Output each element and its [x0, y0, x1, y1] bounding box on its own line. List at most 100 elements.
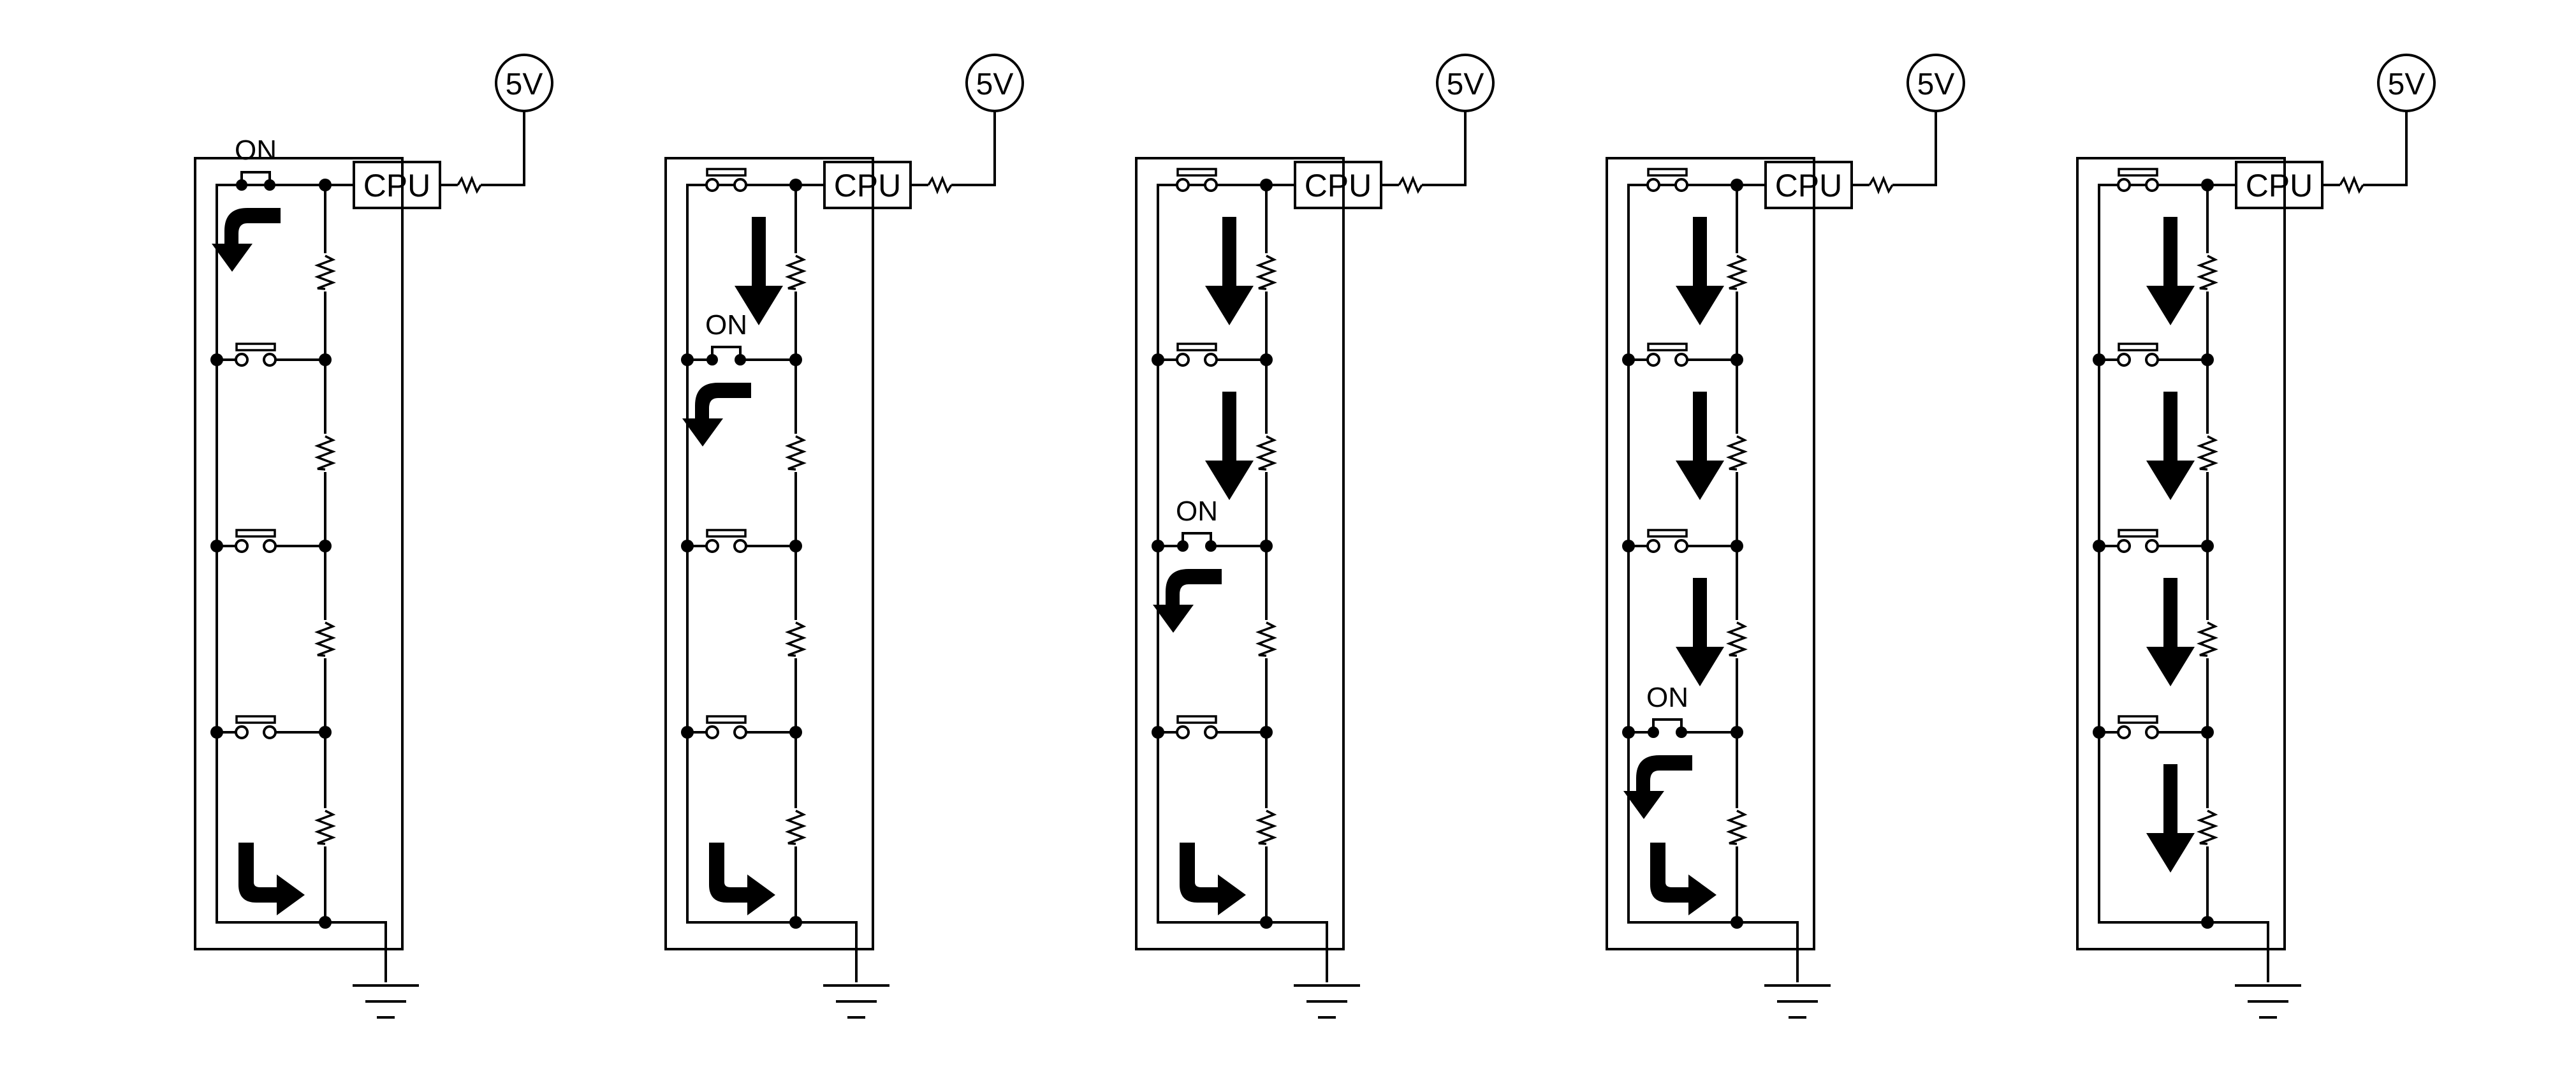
switch-2: [2093, 343, 2214, 367]
switch-plunger-open: [2118, 343, 2158, 351]
junction-dot: [2093, 540, 2105, 552]
switch-contact: [235, 539, 249, 553]
junction-dot: [789, 540, 802, 552]
supply-circle: [1436, 54, 1495, 112]
switch-3: [2093, 529, 2214, 553]
supply-circle: [965, 54, 1024, 112]
resistor: [1726, 435, 1748, 471]
junction-dot: [319, 726, 332, 739]
switch-contact: [235, 725, 249, 739]
pullup-resistor: [1868, 175, 1894, 195]
switch-contact: [1204, 353, 1218, 367]
junction-dot: [1260, 353, 1273, 366]
switch-contact: [235, 353, 249, 367]
junction-dot: [1260, 726, 1273, 739]
current-bent-arrow: [1180, 843, 1246, 915]
switch-contact: [1176, 178, 1190, 192]
switch-3: [1622, 529, 1743, 553]
junction-dot: [1731, 726, 1743, 739]
current-down-arrow: [2146, 217, 2195, 325]
cpu-label: CPU: [834, 168, 902, 203]
enclosure-frame: [664, 157, 874, 950]
junction-dot: [1260, 540, 1273, 552]
resistor: [785, 255, 807, 290]
cpu-label: CPU: [363, 168, 431, 203]
switch-contact: [2145, 539, 2159, 553]
current-bent-arrow: [709, 843, 775, 915]
resistor: [1255, 621, 1277, 657]
supply-label: 5V: [976, 68, 1014, 101]
supply-label: 5V: [1447, 68, 1484, 101]
ground-wire: [325, 921, 387, 982]
switch-contact: [1674, 539, 1688, 553]
switch-contact: [1674, 353, 1688, 367]
switch-contact: [263, 539, 277, 553]
supply-label: 5V: [506, 68, 543, 101]
junction-dot: [681, 726, 694, 739]
current-down-arrow: [1676, 392, 1724, 500]
switch-contact: [705, 178, 719, 192]
switch-contact: [263, 353, 277, 367]
junction-dot: [2201, 353, 2214, 366]
inner-loop: [216, 184, 326, 924]
switch-contact: [733, 725, 747, 739]
current-down-arrow: [735, 217, 783, 325]
switch-plunger-open: [2118, 529, 2158, 538]
resistor: [314, 809, 336, 845]
current-bent-arrow: [238, 843, 305, 915]
switch-plunger-closed: [711, 346, 742, 360]
on-label: ON: [235, 135, 277, 166]
resistor: [1255, 809, 1277, 845]
resistor: [314, 621, 336, 657]
resistor: [314, 255, 336, 290]
switch-contact: [2117, 178, 2131, 192]
ground-wire: [1266, 921, 1328, 982]
junction-dot: [210, 540, 223, 552]
switch-contact: [2145, 178, 2159, 192]
switch-plunger-closed: [1182, 532, 1212, 546]
supply-circle: [2377, 54, 2436, 112]
cpu-label: CPU: [2246, 168, 2313, 203]
resistor: [2197, 255, 2218, 290]
junction-dot: [1731, 540, 1743, 552]
current-down-arrow: [1205, 217, 1254, 325]
junction-dot: [789, 726, 802, 739]
switch-plunger-open: [1176, 343, 1217, 351]
switch-plunger-open: [1176, 168, 1217, 177]
supply-wire: [1422, 110, 1467, 186]
switch-contact: [2117, 725, 2131, 739]
pullup-resistor: [927, 175, 953, 195]
on-label: ON: [705, 309, 747, 341]
switch-2: [210, 343, 332, 367]
switch-plunger-open: [2118, 168, 2158, 177]
switch-2: [1152, 343, 1273, 367]
pullup-resistor: [457, 175, 482, 195]
switch-1: ON: [217, 135, 332, 191]
switch-contact: [1674, 178, 1688, 192]
ground-wire: [796, 921, 858, 982]
current-bent-arrow: [1650, 843, 1716, 915]
switch-4: [681, 715, 802, 739]
resistor: [1726, 809, 1748, 845]
junction-dot: [2201, 540, 2214, 552]
switch-contact: [1646, 539, 1660, 553]
current-down-arrow: [1676, 217, 1724, 325]
circuit-panel-2: ON CPU 5V: [664, 54, 1024, 1019]
resistor: [1255, 255, 1277, 290]
switch-3: ON: [1152, 496, 1273, 552]
switch-plunger-open: [706, 715, 747, 724]
current-bent-arrow: [682, 383, 751, 447]
pullup-resistor: [1398, 175, 1423, 195]
pullup-resistor: [2339, 175, 2364, 195]
current-bent-arrow: [212, 208, 281, 272]
junction-dot: [1731, 353, 1743, 366]
switch-contact: [705, 539, 719, 553]
junction-dot: [789, 353, 802, 366]
switch-2: ON: [681, 309, 802, 366]
supply-wire: [2363, 110, 2408, 186]
resistor: [2197, 621, 2218, 657]
supply-label: 5V: [1917, 68, 1955, 101]
switch-contact: [2145, 353, 2159, 367]
